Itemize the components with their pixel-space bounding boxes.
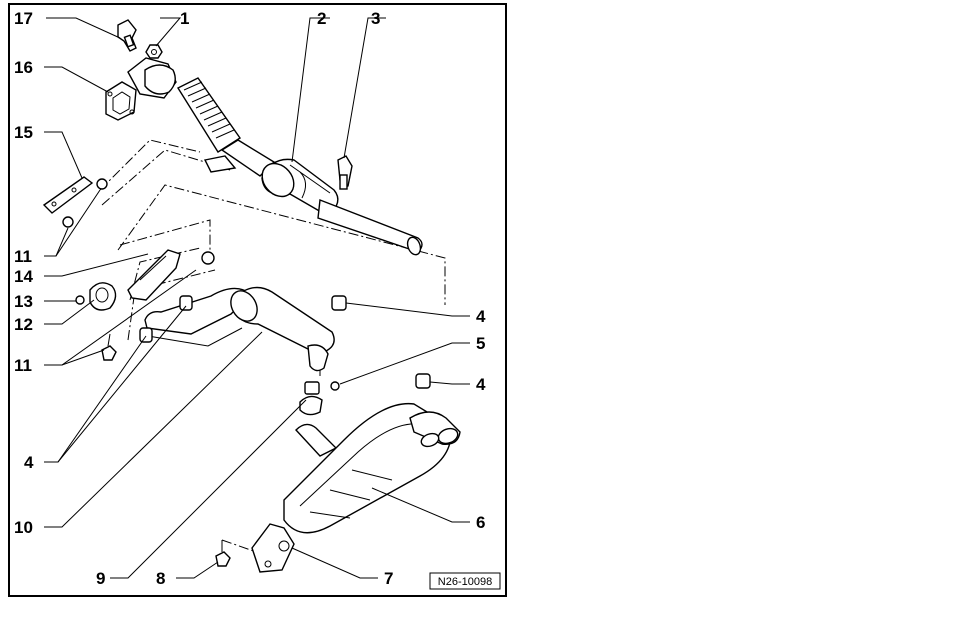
- part-5-nut: [330, 381, 340, 391]
- part-6-rear-silencer: [283, 402, 461, 534]
- part-8-bolt: [215, 540, 231, 567]
- callout-11-lower: 11: [14, 356, 32, 375]
- part-15-bracket: [42, 176, 108, 228]
- callout-15: 15: [14, 123, 33, 142]
- callout-3: 3: [371, 9, 380, 28]
- callout-8: 8: [156, 569, 165, 588]
- leader-lines: [44, 17, 470, 579]
- callout-4-upper: 4: [476, 307, 486, 326]
- part-13-nut: [75, 295, 85, 305]
- callout-17: 17: [14, 9, 33, 28]
- callout-1: 1: [180, 9, 189, 28]
- callout-7: 7: [384, 569, 393, 588]
- callout-14: 14: [14, 267, 33, 286]
- part-14-bracket: [127, 249, 215, 301]
- part-1-nut: [145, 44, 163, 59]
- callout-16: 16: [14, 58, 33, 77]
- callout-4-right: 4: [476, 375, 486, 394]
- callout-4-lower: 4: [24, 453, 34, 472]
- callout-5: 5: [476, 334, 485, 353]
- callout-9: 9: [96, 569, 105, 588]
- callout-6: 6: [476, 513, 485, 532]
- callout-2: 2: [317, 9, 326, 28]
- part-16-gasket: [105, 81, 137, 121]
- callout-13: 13: [14, 292, 33, 311]
- part-2-front-pipe-catalytic-converter: [127, 57, 423, 256]
- callout-11-upper: 11: [14, 247, 32, 266]
- part-10-center-silencer: [144, 286, 335, 372]
- part-7-bracket: [251, 523, 295, 573]
- reference-number: N26-10098: [438, 576, 492, 588]
- callout-labels: 17 1 2 3 16 15 11 14 13 12 11 4 5 4 4 10…: [14, 9, 486, 588]
- part-11-bolt: [101, 333, 117, 361]
- callout-10: 10: [14, 518, 33, 537]
- reference-number-box: N26-10098: [429, 572, 501, 590]
- part-17-sensor: [117, 19, 137, 52]
- callout-12: 12: [14, 315, 33, 334]
- part-12-clamp: [89, 282, 117, 311]
- part-9-clamp: [299, 381, 323, 416]
- part-3-lambda-sensor: [337, 155, 353, 190]
